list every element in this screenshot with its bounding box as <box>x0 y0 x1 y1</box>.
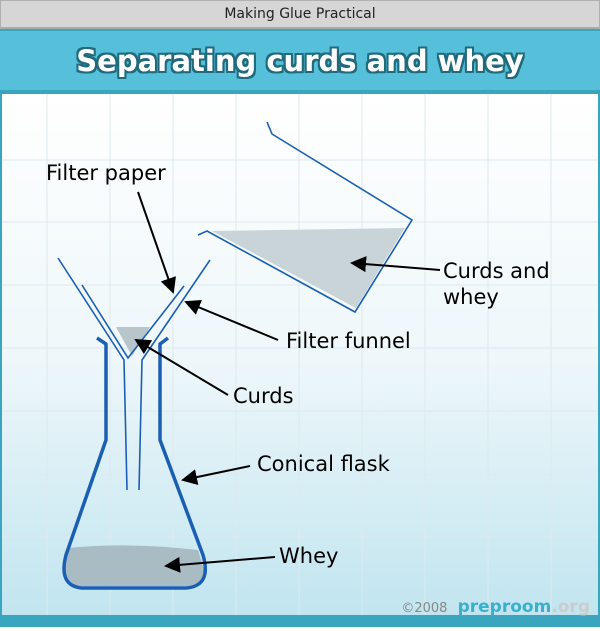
title-banner: Separating curds and whey <box>0 29 600 93</box>
conical-flask <box>62 336 208 590</box>
label-curds: Curds <box>233 384 294 408</box>
footer: ©2008 preproom.org <box>401 597 590 617</box>
page-title: Separating curds and whey <box>76 44 524 78</box>
background-grid <box>0 93 600 615</box>
label-curds-and-whey-line2: whey <box>443 285 499 309</box>
label-curds-and-whey-line1: Curds and <box>443 259 550 283</box>
preproom-logo: preproom.org <box>458 597 590 617</box>
label-filter-funnel: Filter funnel <box>286 329 411 353</box>
label-filter-paper: Filter paper <box>46 161 166 185</box>
diagram-area: Filter paper Curds and whey Filter funne… <box>0 92 600 627</box>
logo-tld: .org <box>551 597 590 617</box>
label-whey: Whey <box>279 544 339 568</box>
label-arrows <box>134 191 441 573</box>
label-conical-flask: Conical flask <box>257 452 390 476</box>
filter-funnel <box>57 257 211 491</box>
apparatus-illustration <box>0 92 600 627</box>
logo-text: preproom <box>457 597 552 617</box>
copyright: ©2008 <box>401 601 448 616</box>
filter-paper <box>81 284 185 360</box>
course-title-bar: Making Glue Practical <box>0 0 600 30</box>
